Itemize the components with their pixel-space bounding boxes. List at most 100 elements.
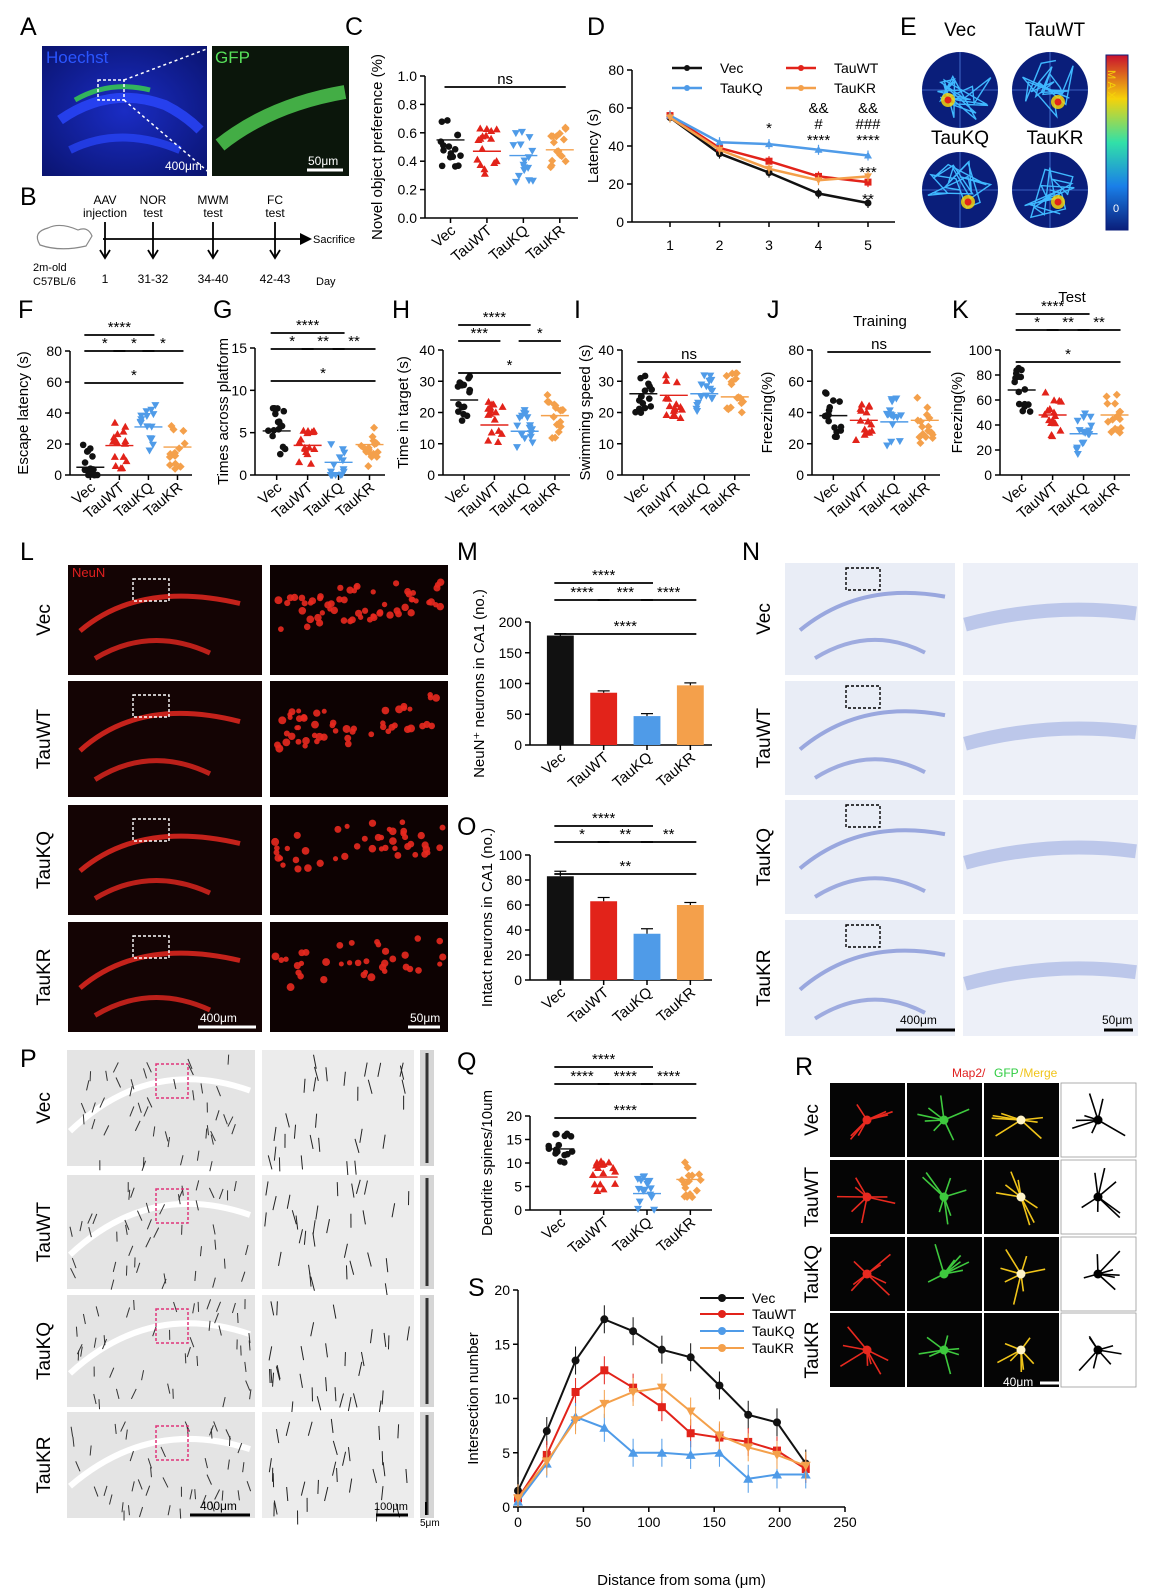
y-axis-label: Time in target (s) <box>395 356 412 469</box>
golgi-neurite <box>358 1361 363 1376</box>
golgi-neurite <box>399 1065 405 1080</box>
golgi-neurite <box>351 1183 355 1198</box>
data-point <box>438 118 446 125</box>
data-point <box>1075 427 1084 435</box>
golgi-neurite <box>331 1461 337 1476</box>
data-point <box>714 1431 725 1441</box>
neuron <box>298 606 307 615</box>
golgi-neurite <box>216 1085 221 1097</box>
golgi-neurite <box>273 1146 277 1161</box>
neuron <box>393 580 400 587</box>
golgi-neurite <box>141 1370 145 1381</box>
neuron <box>388 723 396 731</box>
data-point <box>825 417 832 425</box>
data-point <box>525 177 534 185</box>
event-label: AAV <box>93 193 116 207</box>
mouse-strain: C57BL/6 <box>33 276 76 288</box>
significance-label: ** <box>317 333 329 350</box>
golgi-neurite <box>372 1468 377 1484</box>
panel-letter: M <box>457 538 478 566</box>
golgi-neurite <box>286 1194 291 1209</box>
golgi-neurite <box>189 1489 193 1500</box>
significance-label: # <box>814 116 823 133</box>
neuron <box>394 852 402 859</box>
data-point <box>561 157 570 166</box>
neuron <box>320 975 328 984</box>
golgi-neurite <box>309 1134 314 1150</box>
golgi-neurite <box>401 1079 406 1094</box>
data-point <box>632 408 639 416</box>
significance-label: **** <box>807 132 831 149</box>
significance-label: * <box>160 335 166 352</box>
golgi-neurite <box>93 1486 99 1497</box>
golgi-neurite <box>114 1423 117 1434</box>
legend-marker <box>718 1294 726 1302</box>
soma <box>1016 1269 1026 1279</box>
ca1-layer <box>798 590 946 632</box>
dendrite <box>943 1261 970 1275</box>
data-point <box>480 165 489 173</box>
data-point <box>693 408 702 416</box>
data-point <box>743 1443 754 1453</box>
data-point <box>724 405 733 414</box>
data-point <box>923 403 932 412</box>
golgi-neurite <box>313 1077 317 1092</box>
data-point <box>142 412 151 420</box>
golgi-neurite <box>145 1485 151 1496</box>
data-point <box>737 408 746 417</box>
zoom-box <box>155 1188 189 1224</box>
data-point <box>81 466 89 474</box>
significance-label: **** <box>592 567 616 584</box>
golgi-neurite <box>298 1229 303 1244</box>
golgi-neurite <box>167 1505 171 1516</box>
neuron <box>353 584 359 590</box>
y-axis-label: Intact neurons in CA1 (no.) <box>479 828 496 1007</box>
neuron <box>302 737 310 745</box>
golgi-neurite <box>318 1137 321 1152</box>
neuron <box>399 819 406 826</box>
data-point <box>513 444 522 452</box>
data-point <box>831 424 838 431</box>
data-point <box>836 398 843 405</box>
dg-layer <box>813 637 926 660</box>
data-point <box>814 177 823 185</box>
significance-label: ** <box>1062 314 1074 331</box>
golgi-neurite <box>355 1179 361 1194</box>
y-axis-label: Freezing(%) <box>759 372 776 454</box>
significance-label: ns <box>681 346 697 363</box>
neuron <box>413 598 419 604</box>
golgi-neurite <box>138 1506 144 1518</box>
data-point <box>685 1449 696 1459</box>
neuron <box>437 961 443 967</box>
neun-zoom-image <box>270 681 448 797</box>
event-label: test <box>203 206 223 220</box>
row-label: Vec <box>802 1104 823 1136</box>
data-point <box>646 1185 655 1193</box>
golgi-neurite <box>209 1161 213 1172</box>
dendrite <box>847 1326 868 1351</box>
y-tick-label: 80 <box>788 342 804 358</box>
golgi-neurite <box>324 1486 329 1502</box>
golgi-neurite <box>295 1215 299 1230</box>
panel-letter-l: L <box>20 538 34 566</box>
gfp-cell-layer <box>215 85 347 151</box>
zoom-box <box>132 694 170 718</box>
data-point <box>368 432 377 441</box>
data-point <box>528 439 537 447</box>
neuron <box>340 617 348 624</box>
golgi-neurite <box>181 1185 184 1196</box>
data-point <box>688 1171 697 1180</box>
golgi-neurite <box>136 1210 143 1221</box>
golgi-neurite <box>237 1490 240 1501</box>
y-tick-label: 40 <box>976 417 992 433</box>
data-point <box>611 1179 620 1187</box>
golgi-neurite <box>270 1301 275 1316</box>
heatmap-scale <box>1105 54 1129 231</box>
data-point <box>697 393 706 401</box>
golgi-neurite <box>121 1502 124 1513</box>
y-tick-label: 5 <box>239 425 247 441</box>
neuron <box>349 728 356 735</box>
data-point <box>739 397 748 406</box>
golgi-neurite <box>189 1337 195 1348</box>
